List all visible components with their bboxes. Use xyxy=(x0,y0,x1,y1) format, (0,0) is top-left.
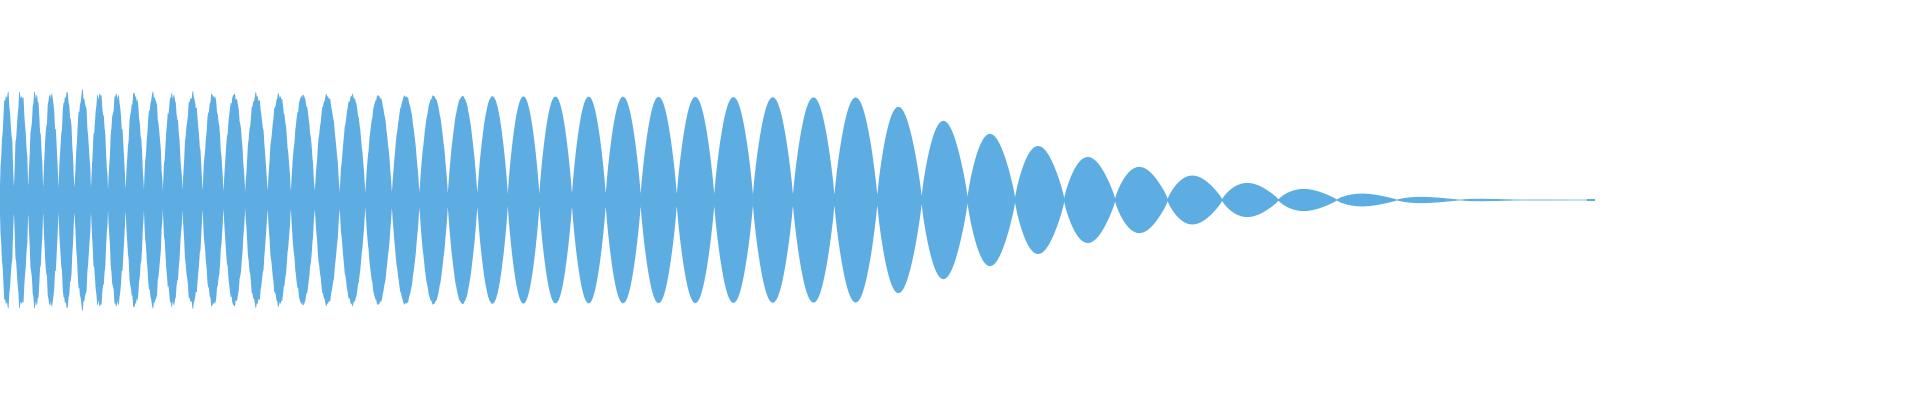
waveform-tail-mark xyxy=(1587,199,1595,201)
waveform-lower-envelope xyxy=(0,199,1587,311)
waveform-upper-envelope xyxy=(0,89,1587,201)
